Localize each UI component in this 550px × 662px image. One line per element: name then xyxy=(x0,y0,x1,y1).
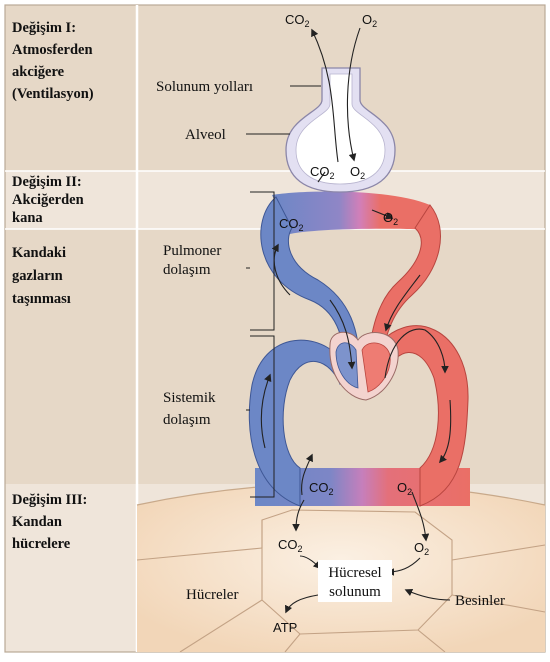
airways-label: Solunum yolları xyxy=(156,79,253,95)
atp-label: ATP xyxy=(273,620,297,635)
systemic-label-1: dolaşım xyxy=(163,412,211,428)
exchange1-line-0: Değişim I: xyxy=(12,20,76,36)
pulmonary-label-1: dolaşım xyxy=(163,262,211,278)
transport-line-1: gazların xyxy=(12,268,63,284)
transport-line-2: taşınması xyxy=(12,291,71,307)
exchange3-line-0: Değişim III: xyxy=(12,492,87,508)
cellular-respiration-label-0: Hücresel xyxy=(328,565,381,581)
exchange3-line-1: Kandan xyxy=(12,514,62,530)
systemic-label-0: Sistemik xyxy=(163,390,216,406)
exchange3-line-2: hücrelere xyxy=(12,536,71,552)
exchange1-line-1: Atmosferden xyxy=(12,42,93,58)
cells-label: Hücreler xyxy=(186,587,238,603)
exchange1-line-2: akciğere xyxy=(12,64,65,80)
nutrients-label: Besinler xyxy=(455,593,505,609)
cellular-respiration-label-1: solunum xyxy=(329,584,381,600)
pulmonary-label-0: Pulmoner xyxy=(163,243,221,259)
stage-transport: Kandaki gazların taşınması xyxy=(12,245,71,307)
exchange2-line-0: Değişim II: xyxy=(12,174,82,190)
alveolus-label: Alveol xyxy=(185,127,226,143)
exchange2-line-1: Akciğerden xyxy=(12,192,84,208)
transport-line-0: Kandaki xyxy=(12,245,66,261)
exchange2-line-2: kana xyxy=(12,210,43,226)
exchange1-line-3: (Ventilasyon) xyxy=(12,86,94,102)
